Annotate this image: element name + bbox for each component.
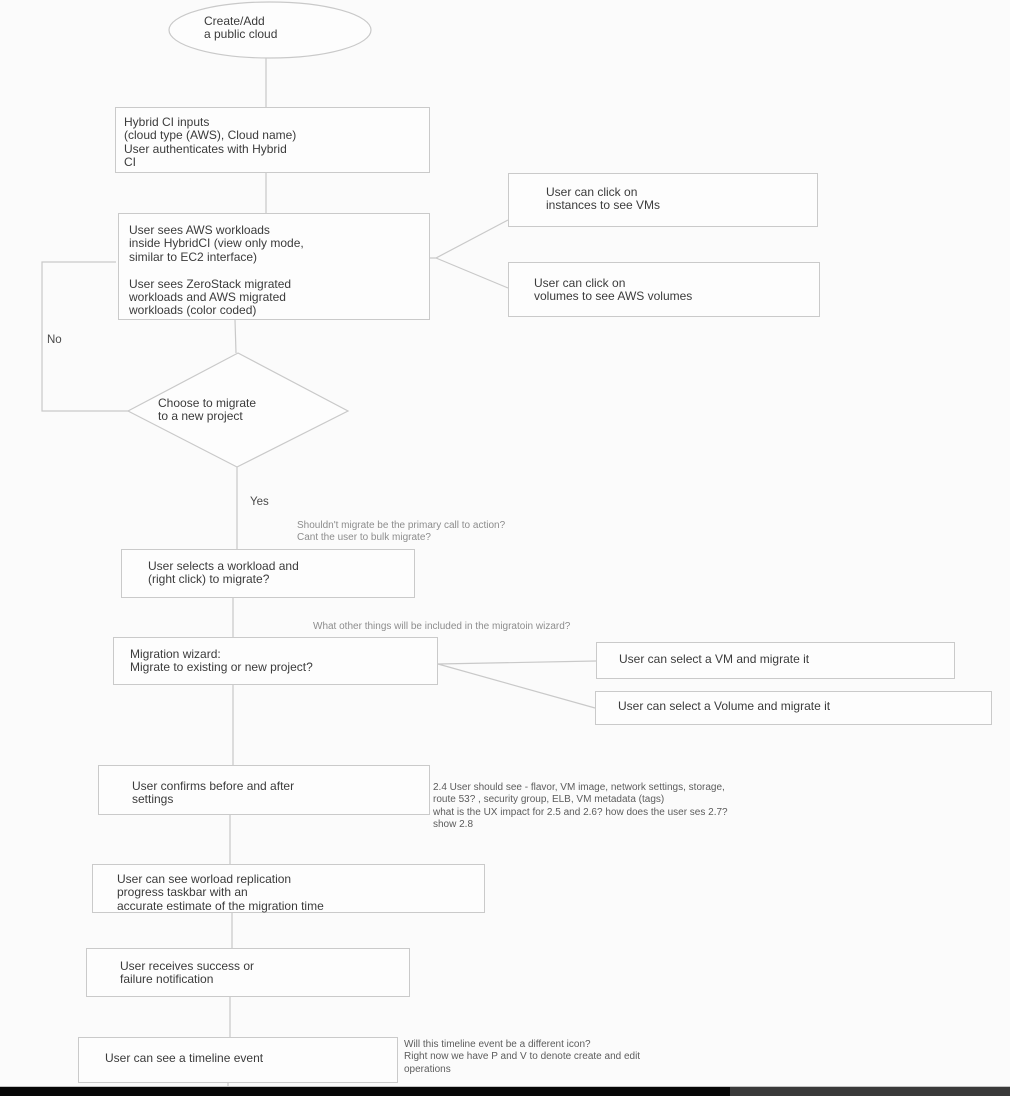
comment-confirm-details[interactable]: 2.4 User should see - flavor, VM image, … — [433, 782, 728, 831]
node-click-volumes[interactable]: User can click on volumes to see AWS vol… — [508, 262, 820, 317]
edge-workloads-to-decision — [234, 319, 237, 354]
comment-wizard-things[interactable]: What other things will be included in th… — [313, 621, 571, 632]
edge-workloads-to-instances — [428, 219, 509, 259]
node-decision-label[interactable]: Choose to migrate to a new project — [158, 396, 257, 424]
edge-wizard-to-vm — [437, 660, 597, 665]
node-notification[interactable]: User receives success or failure notific… — [86, 948, 410, 997]
edge-decision-no-loop — [41, 261, 128, 412]
node-click-instances[interactable]: User can click on instances to see VMs — [508, 173, 818, 227]
node-aws-workloads[interactable]: User sees AWS workloads inside HybridCI … — [118, 213, 430, 320]
node-timeline-event[interactable]: User can see a timeline event — [78, 1037, 398, 1083]
node-hybrid-ci-inputs[interactable]: Hybrid CI inputs (cloud type (AWS), Clou… — [115, 107, 430, 173]
edge-label-no: No — [47, 334, 62, 346]
edge-wizard-to-volume — [437, 663, 596, 709]
edge-label-yes: Yes — [250, 496, 269, 508]
taskbar-right-segment — [730, 1087, 1010, 1096]
node-migration-wizard[interactable]: Migration wizard: Migrate to existing or… — [113, 637, 438, 685]
node-confirm-settings[interactable]: User confirms before and after settings — [98, 765, 430, 815]
node-select-workload[interactable]: User selects a workload and (right click… — [121, 549, 415, 598]
node-replication-progress[interactable]: User can see worload replication progres… — [92, 864, 485, 913]
comment-bulk-migrate[interactable]: Shouldn't migrate be the primary call to… — [297, 520, 506, 544]
node-select-vm[interactable]: User can select a VM and migrate it — [596, 642, 955, 679]
taskbar — [0, 1086, 1010, 1096]
taskbar-left-segment — [0, 1087, 730, 1096]
node-start-label[interactable]: Create/Add a public cloud — [204, 14, 278, 42]
comment-timeline-icon[interactable]: Will this timeline event be a different … — [404, 1039, 641, 1075]
edge-workloads-to-volumes — [435, 257, 509, 289]
decision-diamond-shape[interactable] — [126, 352, 350, 468]
start-ellipse-shape[interactable] — [168, 1, 372, 59]
node-select-volume[interactable]: User can select a Volume and migrate it — [595, 691, 992, 725]
